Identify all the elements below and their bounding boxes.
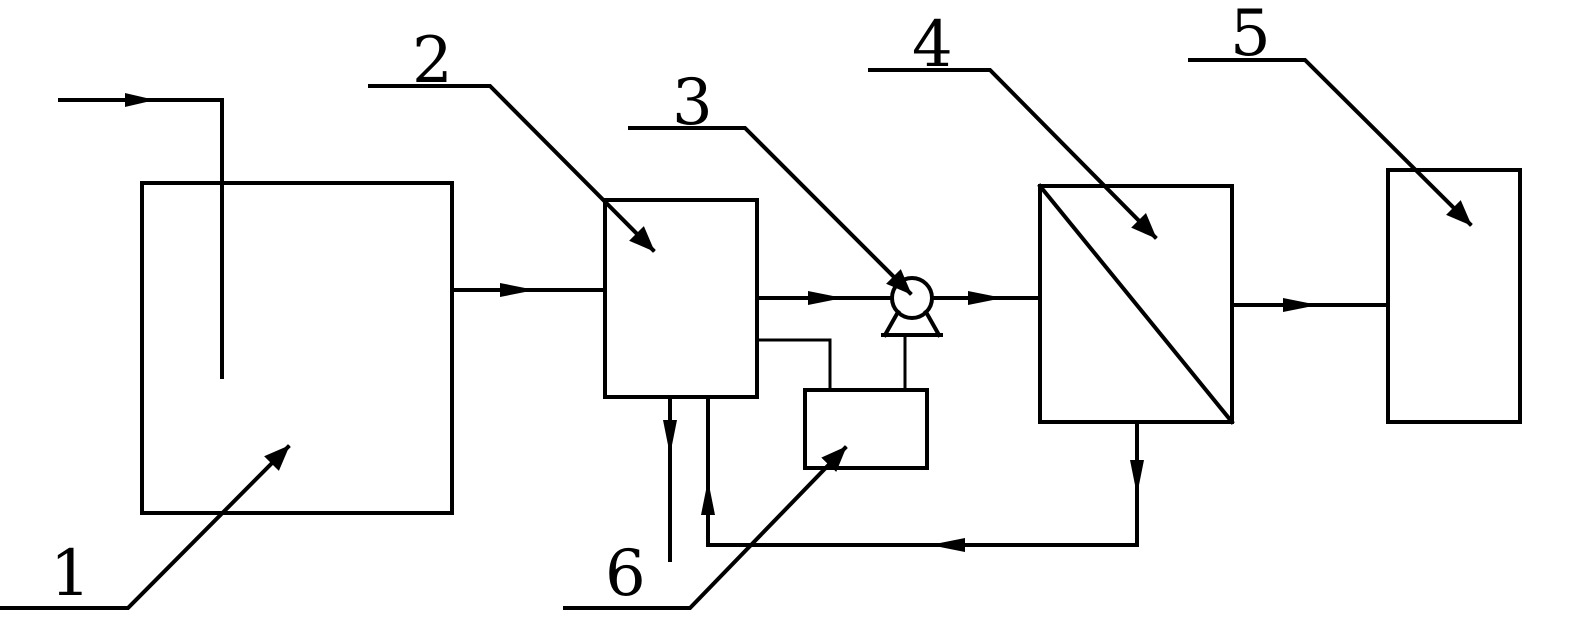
arrow-2-to-pump (808, 291, 843, 305)
pump-base-icon (881, 309, 943, 338)
leader-6 (563, 445, 848, 610)
arrow-pump-to-4 (968, 291, 1003, 305)
membrane-diagonal (1037, 183, 1235, 425)
arrow-1-to-2 (500, 283, 535, 297)
arrow-4-to-5 (1283, 298, 1318, 312)
leader-2 (368, 84, 656, 253)
label-5: 5 (1230, 0, 1271, 71)
tank-5-box (1386, 168, 1522, 424)
arrow-recycle-down (1130, 460, 1144, 495)
unit-2-box (603, 198, 759, 399)
arrow-recycle-left (930, 538, 965, 552)
leader-1 (0, 444, 291, 610)
label-1: 1 (50, 537, 91, 611)
inlet-pipe (58, 98, 224, 379)
leader-5 (1188, 58, 1473, 227)
arrow-discharge-down (663, 420, 677, 455)
signal-line-2-to-controller (757, 338, 832, 390)
label-6: 6 (605, 537, 646, 611)
label-3: 3 (672, 66, 713, 140)
label-4: 4 (912, 8, 953, 82)
leader-3 (628, 126, 913, 296)
inlet-arrow (125, 93, 155, 107)
tank-1-box (140, 181, 454, 515)
controller-box (803, 388, 929, 470)
arrow-recycle-up (701, 480, 715, 515)
leader-4 (868, 68, 1158, 240)
label-2: 2 (412, 24, 453, 98)
